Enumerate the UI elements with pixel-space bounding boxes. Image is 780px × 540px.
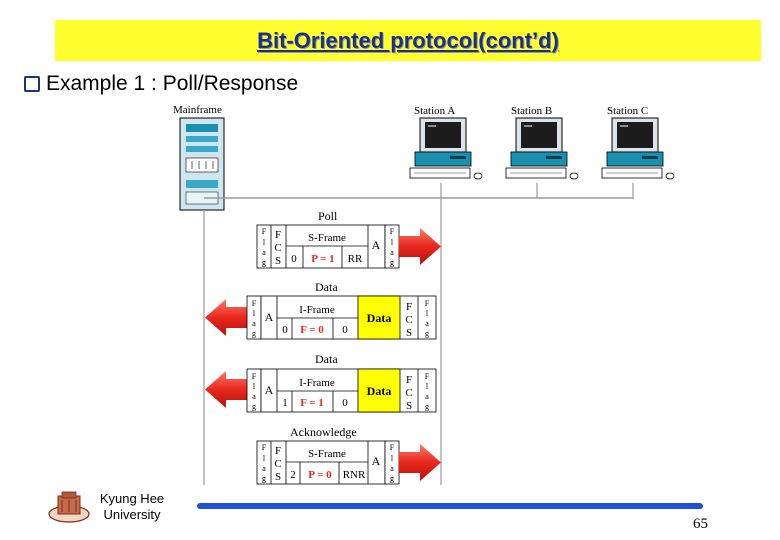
flag-label-g: g (425, 402, 429, 411)
university-name-line2: University (103, 507, 161, 522)
flag-label-f: F (262, 443, 267, 452)
poll-bit-value: P = 1 (311, 253, 334, 265)
flag-label-a: a (262, 248, 266, 257)
flag-label-l: l (391, 238, 394, 247)
flag-label-a: a (425, 319, 429, 328)
frame-type-label: S-Frame (308, 232, 346, 244)
fcs-label-s: S (275, 255, 281, 267)
fcs-label-c: C (274, 458, 281, 470)
flag-label-f: F (390, 443, 395, 452)
fcs-label-c: C (405, 314, 412, 326)
data-field: Data (367, 311, 392, 325)
control-bit-value: 0 (291, 253, 297, 265)
acknowledge-frame: F l a g F C S S-Frame 2 P = 0 RNR A F l … (256, 440, 441, 485)
university-logo-icon (48, 491, 90, 523)
flag-label-l: l (426, 309, 429, 318)
final-bit-value: F = 1 (300, 397, 324, 409)
final-bit-value: F = 0 (300, 324, 324, 336)
frame-code-value: RR (348, 253, 363, 265)
left-arrow-icon (205, 371, 247, 408)
checkbox-bullet-icon (24, 76, 40, 92)
fcs-label-c: C (405, 387, 412, 399)
station-a-computer-icon (409, 117, 483, 180)
page-number: 65 (693, 516, 708, 532)
data-field: Data (367, 384, 392, 398)
address-value: A (265, 383, 274, 397)
flag-label-l: l (426, 382, 429, 391)
sequence-value: 1 (282, 397, 288, 409)
left-arrow-icon (205, 299, 247, 336)
frame-type-label: S-Frame (308, 448, 346, 460)
flag-label-a: a (390, 464, 394, 473)
right-arrow-icon (399, 444, 441, 481)
university-name-line1: Kyung Hee (99, 491, 165, 506)
flag-label-f: F (252, 372, 257, 381)
slide-title: Bit-Oriented protocol(cont’d) (257, 27, 559, 53)
data-caption-1: Data (315, 280, 338, 294)
fcs-label-f: F (275, 229, 281, 241)
flag-label-a: a (262, 464, 266, 473)
flag-label-l: l (253, 382, 256, 391)
poll-caption: Poll (318, 209, 338, 223)
flag-label-f: F (262, 227, 267, 236)
station-b-computer-icon (505, 117, 579, 180)
flag-label-l: l (263, 238, 266, 247)
poll-frame: F l a g F C S S-Frame 0 P = 1 RR A F l a… (256, 224, 441, 269)
flag-label-a: a (252, 392, 256, 401)
acknowledge-caption: Acknowledge (290, 425, 357, 439)
poll-bit-value: P = 0 (308, 469, 332, 481)
flag-label-a: a (252, 319, 256, 328)
fcs-label-f: F (275, 445, 281, 457)
flag-label-g: g (252, 329, 256, 338)
fcs-label-c: C (274, 242, 281, 254)
data-frame-1: F l a g A I-Frame 0 F = 0 0 Data F C S F… (205, 295, 437, 340)
bullet-item: Example 1 : Poll/Response (24, 72, 298, 96)
mainframe-icon (179, 117, 225, 211)
flag-label-g: g (262, 474, 266, 483)
fcs-label-f: F (406, 301, 412, 313)
flag-label-l: l (253, 309, 256, 318)
title-bar: Bit-Oriented protocol(cont’d) (55, 20, 761, 61)
flag-label-f: F (390, 227, 395, 236)
station-c-computer-icon (601, 117, 675, 180)
flag-label-l: l (391, 454, 394, 463)
control-bit-value: 2 (290, 469, 296, 481)
flag-label-g: g (252, 402, 256, 411)
address-value: A (372, 238, 381, 252)
university-name: Kyung Hee University (96, 491, 168, 523)
station-b-label: Station B (511, 105, 552, 117)
fcs-label-s: S (275, 471, 281, 483)
fcs-label-f: F (406, 374, 412, 386)
mainframe-label: Mainframe (173, 104, 222, 116)
frame-type-label: I-Frame (299, 304, 335, 316)
data-frame-2: F l a g A I-Frame 1 F = 1 0 Data F C S F… (205, 368, 437, 413)
flag-label-a: a (425, 392, 429, 401)
flag-label-g: g (390, 474, 394, 483)
station-c-label: Station C (607, 105, 648, 117)
frame-type-label: I-Frame (299, 377, 335, 389)
ack-number-value: 0 (342, 397, 348, 409)
flag-label-g: g (425, 329, 429, 338)
flag-label-a: a (390, 248, 394, 257)
data-caption-2: Data (315, 352, 338, 366)
sequence-value: 0 (282, 324, 288, 336)
flag-label-g: g (390, 258, 394, 267)
ack-number-value: 0 (342, 324, 348, 336)
flag-label-f: F (252, 299, 257, 308)
flag-label-f: F (425, 372, 430, 381)
fcs-label-s: S (406, 327, 412, 339)
flag-label-g: g (262, 258, 266, 267)
right-arrow-icon (399, 228, 441, 265)
address-value: A (265, 310, 274, 324)
flag-label-f: F (425, 299, 430, 308)
frame-code-value: RNR (343, 469, 366, 481)
station-a-label: Station A (414, 105, 455, 117)
flag-label-l: l (263, 454, 266, 463)
bullet-text: Example 1 : Poll/Response (46, 72, 299, 95)
fcs-label-s: S (406, 400, 412, 412)
address-value: A (372, 454, 381, 468)
